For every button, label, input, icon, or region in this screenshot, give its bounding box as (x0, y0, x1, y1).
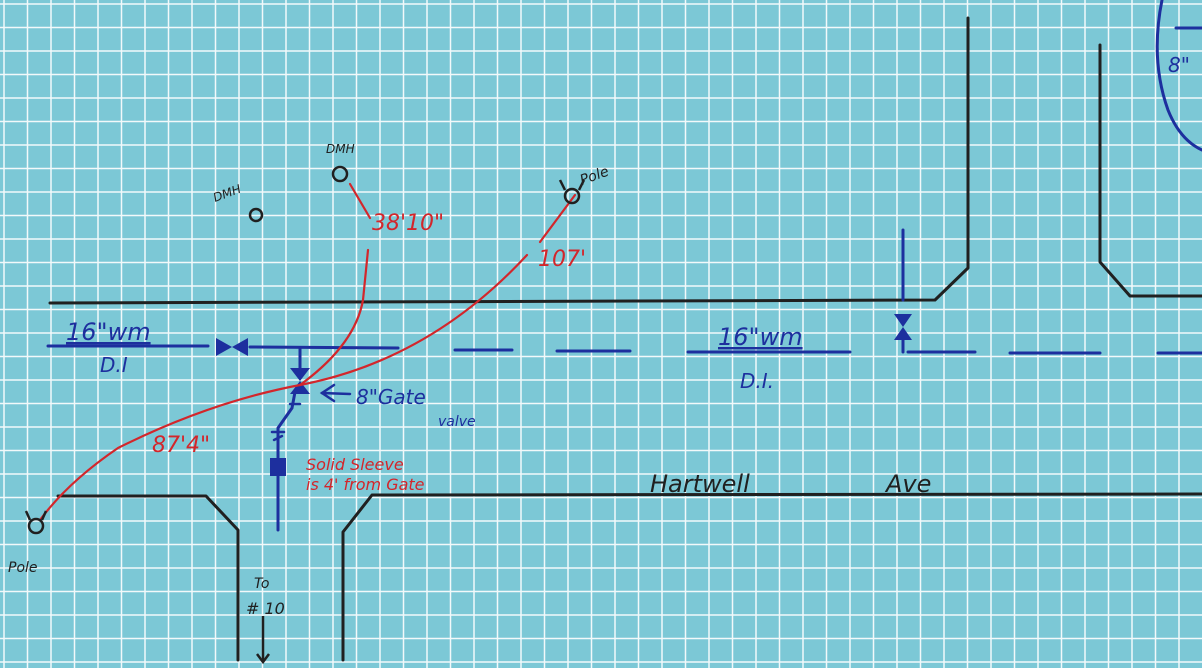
wm-left-material-label: D.I (100, 353, 128, 377)
main-segment (248, 345, 400, 350)
pole-bottom-label: Pole (8, 560, 38, 576)
dmh-leader (348, 182, 372, 220)
street-curbs (48, 16, 1202, 662)
wm-right-material-label: D.I. (740, 369, 774, 393)
gate-valve-icon (290, 381, 310, 394)
down-arrow-icon (256, 653, 270, 665)
pole-bottom-tie-line (38, 383, 302, 522)
gate-valve-icon (290, 368, 310, 381)
south-curb-west (56, 494, 240, 662)
dmh-right-label: DMH (326, 142, 355, 156)
gate-valve-label: 8"Gate (356, 385, 426, 409)
tie-lines (38, 182, 577, 522)
pole-top-tie-dimension: 107' (538, 247, 586, 272)
pole-top-tie-line (298, 253, 529, 387)
sleeve-label-2: is 4' from Gate (306, 475, 425, 494)
wm-right-size-label: 16"wm (718, 323, 803, 351)
gate-valve-label-2: valve (438, 414, 476, 430)
street-name-label: Hartwell (650, 470, 750, 498)
to-destination-label: # 10 (246, 599, 285, 618)
valves (216, 314, 912, 476)
main-line-valve-icon (216, 338, 232, 356)
dmh-tie-dimension: 38'10" (372, 211, 444, 236)
street-suffix-label: Ave (884, 470, 931, 498)
to-label: To (254, 576, 269, 592)
north-curb (48, 16, 970, 305)
wm-left-size-label: 16"wm (66, 318, 151, 346)
water-main (46, 0, 1202, 532)
pole-bottom-tie-dimension: 87'4" (152, 433, 210, 458)
callout-arrow (319, 383, 352, 403)
pole-top-icon (563, 187, 581, 205)
pole-bottom-icon (27, 517, 45, 535)
east-valve-icon (894, 314, 912, 327)
sleeve-label: Solid Sleeve (306, 455, 404, 474)
dmh-right-icon (331, 165, 349, 183)
south-curb-east (341, 492, 1202, 662)
east-valve-icon (894, 327, 912, 340)
main-line-valve-icon (232, 338, 248, 356)
branch-pipe (276, 390, 297, 532)
north-curb-east (1098, 43, 1202, 298)
corner-note: 8" (1168, 53, 1190, 77)
corner-arc (1155, 0, 1202, 152)
branch-ticks (270, 402, 302, 442)
dmh-tie-line (298, 248, 370, 387)
solid-sleeve-icon (270, 458, 286, 476)
dmh-left-icon (248, 207, 264, 223)
field-symbols (24, 165, 586, 665)
